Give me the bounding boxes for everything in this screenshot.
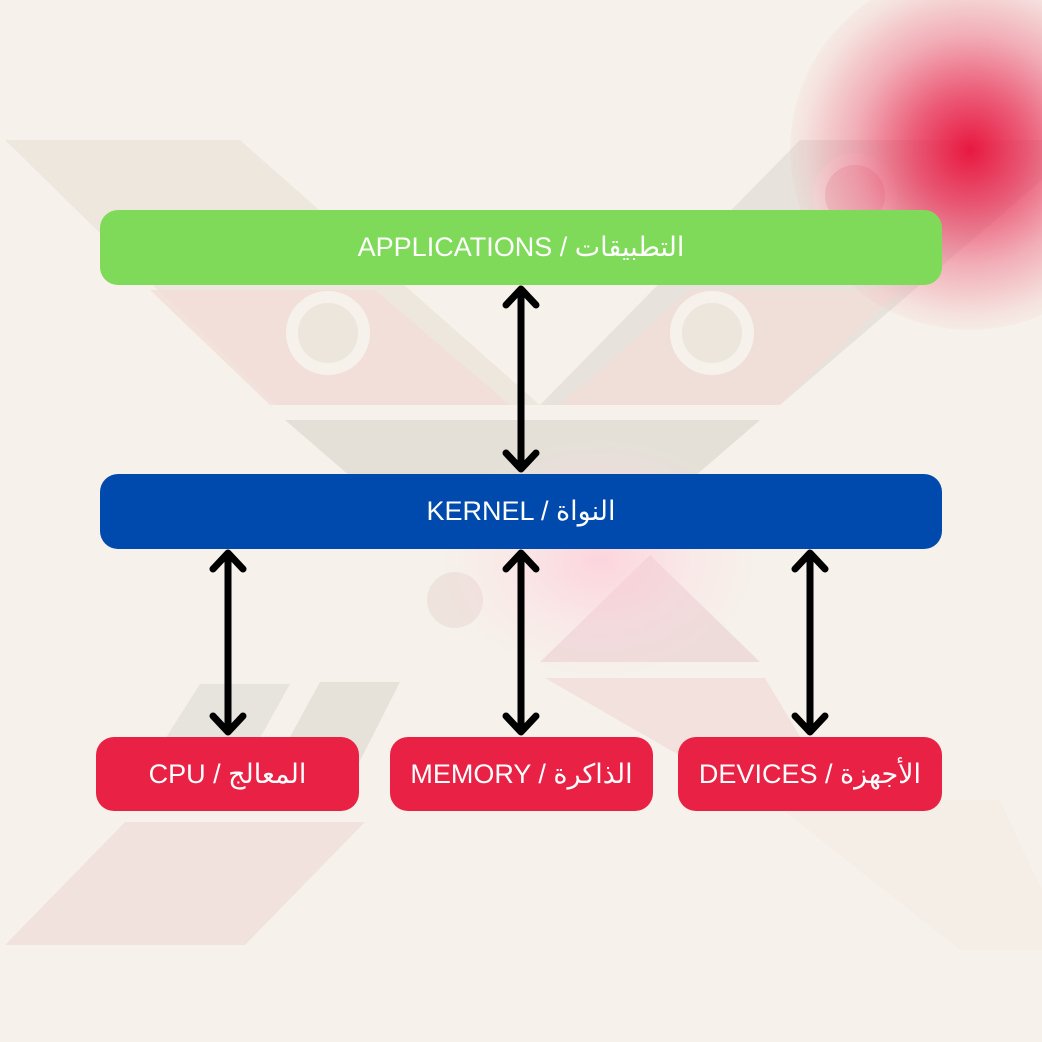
kernel-label: KERNEL / النواة: [426, 496, 616, 526]
memory-box: MEMORY / الذاكرة: [390, 737, 653, 811]
cpu-box: CPU / المعالج: [96, 737, 359, 811]
devices-label: DEVICES / الأجهزة: [698, 758, 922, 789]
memory-label: MEMORY / الذاكرة: [410, 758, 633, 789]
kernel-layer: KERNEL / النواة: [100, 474, 942, 549]
applications-layer: APPLICATIONS / التطبيقات: [100, 210, 942, 285]
cpu-label: CPU / المعالج: [148, 758, 307, 789]
devices-box: DEVICES / الأجهزة: [678, 737, 942, 811]
applications-label: APPLICATIONS / التطبيقات: [357, 232, 685, 262]
